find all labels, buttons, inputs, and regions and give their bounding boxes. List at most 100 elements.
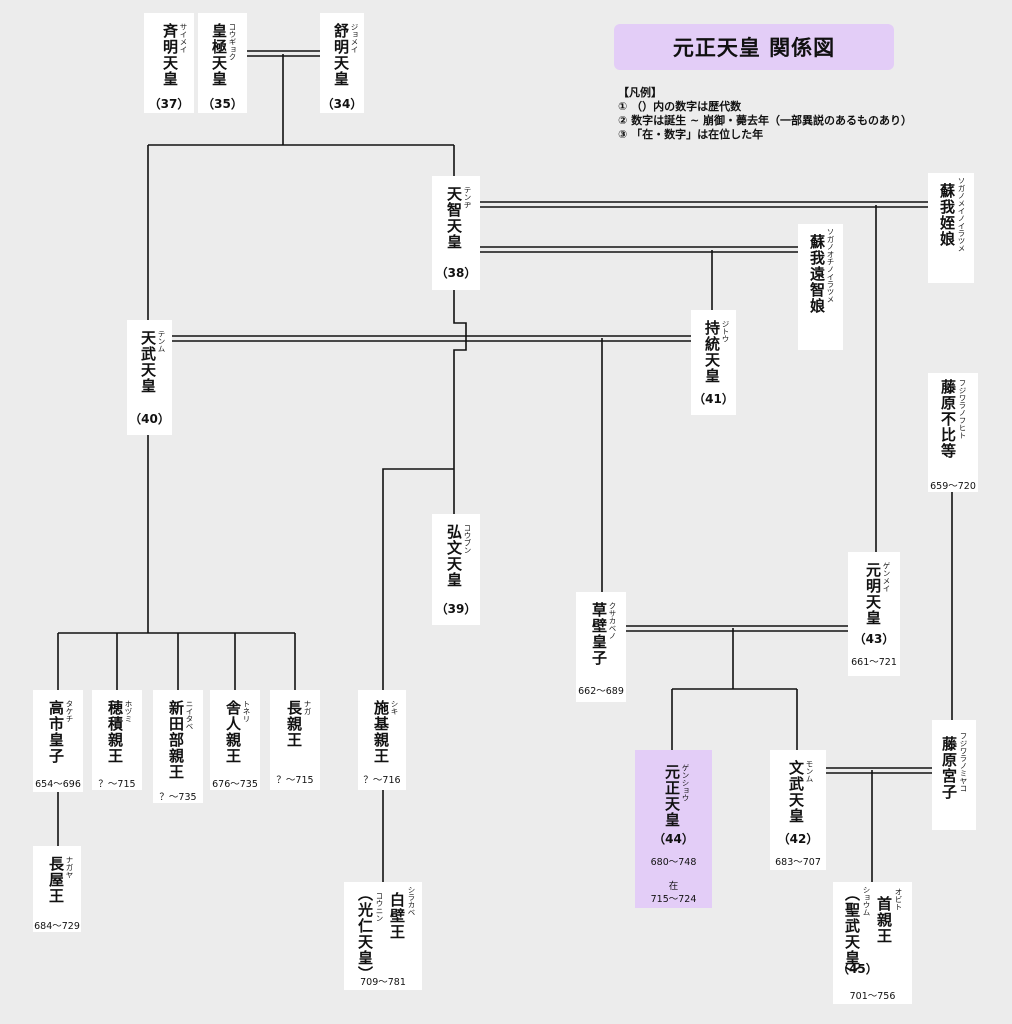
person-name: 天武天皇 [139,330,157,394]
life-dates: 654〜696 [35,779,81,790]
page-title: 元正天皇 関係図 [614,24,894,70]
node-genmei: 元明天皇 ゲンメイ （43） 661〜721 [848,552,900,676]
person-ruby: サイメイ [179,23,188,53]
person-name: 高市皇子 [47,700,65,764]
life-dates: 680〜748 [650,857,697,868]
node-kusakabe: 草壁皇子 クサカベノ 662〜689 [576,592,626,702]
node-jomei: 舒明天皇 ジョメイ （34） [320,13,364,113]
node-toneri: 舎人親王 トネリ 676〜735 [210,690,260,790]
person-name: 斉明天皇 [161,23,179,87]
node-monmu: 文武天皇 モンム （42） 683〜707 [770,750,826,870]
reign-label: 在 [668,881,679,892]
reign-number: （41） [693,392,734,406]
reign-number: （42） [777,832,819,846]
node-shirakabe: （光仁天皇） コウニン 白壁王 シラカベ 709〜781 [344,882,422,990]
person-ruby: トネリ [242,700,251,723]
node-obito: （聖武天皇） ショウム 首親王 オビト （45） 701〜756 [833,882,912,1004]
person-name: 長親王 [285,700,303,748]
person-name: 舎人親王 [224,700,242,764]
node-takechi: 高市皇子 タケチ 654〜696 [33,690,83,792]
person-name: 藤原不比等 [939,379,957,459]
person-name: 藤原宮子 [940,736,958,800]
person-name: 蘇我遠智娘 [808,234,826,314]
node-soga-mei: 蘇我姪娘 ソガノメイノイラツメ [928,173,974,283]
node-tenji: 天智天皇 テンヂ （38） [432,176,480,290]
person-name: 天智天皇 [445,186,463,250]
person-ruby: ニイタベ [185,700,194,730]
person-ruby: フジワラノミヤコ [959,732,968,792]
person-ruby: ゲンメイ [882,562,891,592]
legend-item: ③ 「在・数字」は在位した年 [618,128,764,141]
reign-number: （38） [435,266,477,280]
alt-ruby: コウニン [375,892,384,922]
person-name: 元正天皇 [663,764,681,828]
life-dates: ？〜715 [98,779,136,790]
person-name: 首親王 [875,896,893,944]
person-name: 白壁王 [388,892,406,940]
person-ruby: モンム [805,760,814,783]
legend-heading: 【凡例】 [618,86,662,99]
person-name: 蘇我姪娘 [938,183,956,247]
person-name: 文武天皇 [787,760,805,824]
life-dates: 683〜707 [775,857,821,868]
node-miyako: 藤原宮子 フジワラノミヤコ [932,720,976,830]
life-dates: ？〜715 [276,775,314,786]
life-dates: 684〜729 [34,921,80,932]
person-ruby: シラカベ [407,886,416,916]
person-name: 弘文天皇 [445,524,463,588]
node-kogyoku: 皇極天皇 コウギョク （35） [198,13,247,113]
life-dates: ？〜735 [159,792,197,803]
legend-item: ① （）内の数字は歴代数 [618,100,742,113]
reign-years: 715〜724 [650,894,697,905]
legend-item: ② 数字は誕生 ~ 崩御・薨去年（一部異説のあるものあり） [618,114,913,127]
reign-number: （45） [837,962,878,976]
person-name: 長屋王 [47,856,65,904]
person-ruby: ナガ [303,700,312,715]
reign-number: （39） [435,602,477,616]
person-name: 元明天皇 [864,562,882,626]
person-ruby: フジワラノフヒト [958,379,967,439]
person-ruby: クサカベノ [608,602,617,640]
alt-ruby: ショウム [862,886,871,916]
person-name: 皇極天皇 [210,23,228,87]
node-soga-ochi: 蘇我遠智娘 ソガノオチノイラツメ [798,224,843,350]
node-gensho: 元正天皇 ゲンショウ （44） 680〜748 在 715〜724 [635,750,712,908]
person-name: 草壁皇子 [590,602,608,666]
person-name: 穂積親王 [106,700,124,764]
life-dates: 659〜720 [930,481,976,492]
person-name: 新田部親王 [167,700,185,780]
person-ruby: オビト [894,888,903,911]
person-ruby: ジョメイ [350,23,359,53]
person-name: 持統天皇 [703,320,721,384]
person-ruby: シキ [390,700,399,715]
reign-number: （35） [202,97,243,111]
reign-number: （34） [321,97,363,111]
reign-number: （43） [853,632,895,646]
node-shiki: 施基親王 シキ ？〜716 [358,690,406,790]
reign-number: （40） [129,412,170,426]
person-ruby: コウギョク [228,23,237,61]
node-hozumi: 穂積親王 ホヅミ ？〜715 [92,690,142,790]
person-ruby: テンヂ [463,186,472,209]
person-ruby: コウブン [463,524,472,554]
person-ruby: ソガノオチノイラツメ [826,228,835,303]
node-nagaya: 長屋王 ナガヤ 684〜729 [33,846,81,932]
person-name: 施基親王 [372,700,390,764]
person-name: 舒明天皇 [332,23,350,87]
alt-name: （聖武天皇） [843,886,861,982]
legend: 【凡例】 ① （）内の数字は歴代数 ② 数字は誕生 ~ 崩御・薨去年（一部異説の… [618,86,912,142]
reign-number: （37） [148,97,190,111]
person-ruby: ゲンショウ [681,764,690,802]
node-jito: 持統天皇 ジトウ （41） [691,310,736,415]
person-ruby: ホヅミ [124,700,133,723]
life-dates: 709〜781 [360,977,406,988]
person-ruby: ナガヤ [65,856,74,879]
node-naga: 長親王 ナガ ？〜715 [270,690,320,790]
life-dates: 701〜756 [849,991,896,1002]
person-ruby: ジトウ [721,320,730,343]
node-kobun: 弘文天皇 コウブン （39） [432,514,480,625]
life-dates: 676〜735 [212,779,258,790]
person-ruby: タケチ [65,700,74,723]
node-fuhito: 藤原不比等 フジワラノフヒト 659〜720 [928,373,978,492]
